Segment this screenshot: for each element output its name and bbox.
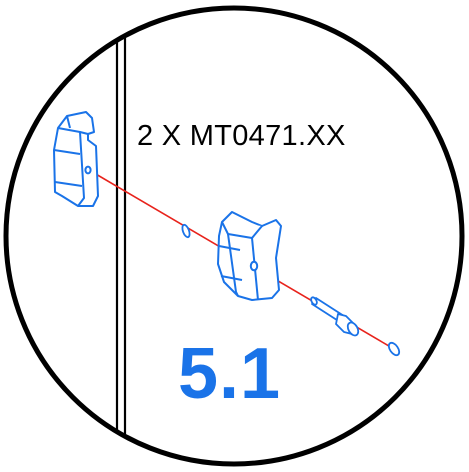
step-number: 5.1 bbox=[178, 334, 282, 414]
screw-part bbox=[310, 296, 360, 337]
left-bracket-part bbox=[53, 111, 99, 207]
callout-frame bbox=[3, 5, 465, 467]
part-quantity-label: 2 X MT0471.XX bbox=[137, 120, 346, 152]
end-cap-part bbox=[387, 341, 401, 357]
center-bracket-part bbox=[217, 211, 282, 301]
panel-edge bbox=[115, 8, 127, 464]
washer-part bbox=[181, 223, 191, 239]
